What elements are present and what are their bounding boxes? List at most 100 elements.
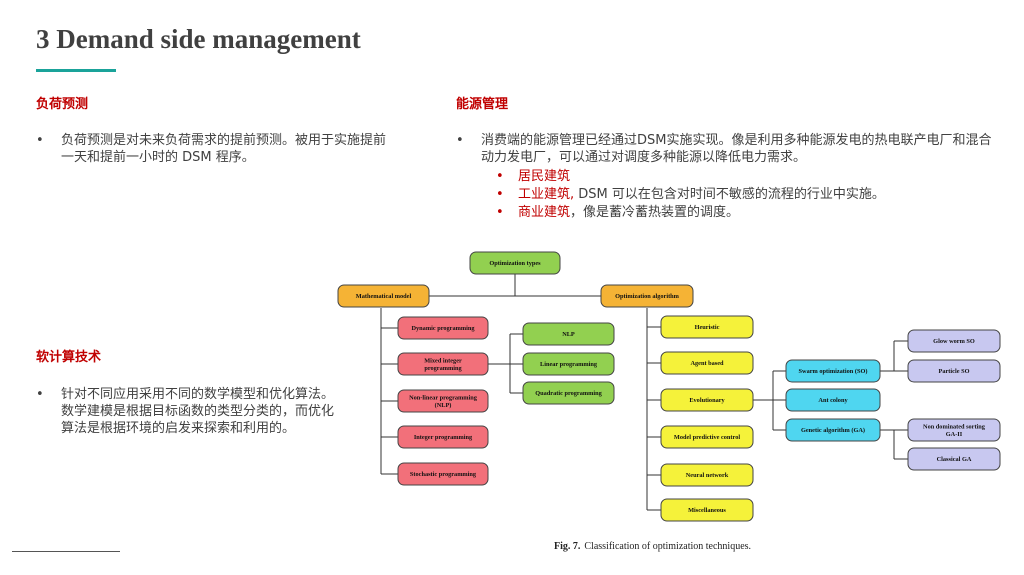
node-math-dynamic-programming: Dynamic programming [397,316,489,340]
node-algorithm-agent-based-box [660,351,754,375]
node-algorithm-miscellaneous: Miscellaneous [660,498,754,522]
node-math-integer-programming-box [397,425,489,449]
node-evolutionary-swarm-optimization-so: Swarm optimization (SO) [785,359,881,383]
bullet-symbol: • [456,133,464,148]
node-math-stochastic-programming-box [397,462,489,486]
node-so-particle-so-box [907,359,1001,383]
node-math-integer-programming: Integer programming [397,425,489,449]
sub-bullet: • [496,205,504,220]
node-algorithm-neural-network: Neural network [660,463,754,487]
title-underline [36,69,116,72]
node-math-non-linear-programming-nlp-box [397,389,489,413]
node-programming-quadratic-programming-box [522,381,615,405]
node-optimization-algorithm-label: Optimization algorithm [615,293,680,300]
node-evolutionary-swarm-optimization-so-box [785,359,881,383]
node-algorithm-miscellaneous-label: Miscellaneous [688,507,726,514]
node-evolutionary-genetic-algorithm-ga: Genetic algorithm (GA) [785,418,881,442]
sub-item-label: 居民建筑 [518,169,571,184]
sub-item-residential: • 居民建筑 [496,168,570,186]
node-optimization-types: Optimization types [469,251,561,275]
energy-management-bullet: • 消费端的能源管理已经通过DSM实施实现。像是利用多种能源发电的热电联产电厂和… [456,132,996,166]
soft-computing-bullet: • 针对不同应用采用不同的数学模型和优化算法。数学建模是根据目标函数的类型分类的… [36,386,336,437]
node-so-glow-worm-so-box [907,329,1001,353]
node-algorithm-neural-network-box [660,463,754,487]
node-evolutionary-genetic-algorithm-ga-label: Genetic algorithm (GA) [801,427,865,434]
node-programming-linear-programming: Linear programming [522,352,615,376]
node-programming-nlp-box [522,322,615,346]
bullet-symbol: • [36,133,44,148]
node-ga-non-dominated-sorting-ga-ii-box [907,418,1001,442]
node-math-dynamic-programming-box [397,316,489,340]
node-mathematical-model: Mathematical model [337,284,430,308]
node-evolutionary-ant-colony-label: Ant colony [818,397,848,404]
node-ga-classical-ga-label: Classical GA [937,456,972,463]
figure-caption-label: Fig. 7. [554,541,581,552]
sub-bullet: • [496,169,504,184]
node-mathematical-model-label: Mathematical model [356,293,412,300]
node-so-particle-so: Particle SO [907,359,1001,383]
node-programming-nlp: NLP [522,322,615,346]
node-algorithm-agent-based: Agent based [660,351,754,375]
node-programming-nlp-label: NLP [562,331,575,338]
node-so-glow-worm-so: Glow worm SO [907,329,1001,353]
sub-bullet: • [496,187,504,202]
node-optimization-algorithm-box [600,284,694,308]
node-algorithm-agent-based-label: Agent based [690,360,724,367]
node-algorithm-model-predictive-control-label: Model predictive control [674,434,740,441]
node-optimization-types-box [469,251,561,275]
figure-caption: Fig. 7.Classification of optimization te… [554,541,751,552]
sub-item-industrial: • 工业建筑, DSM 可以在包含对时间不敏感的流程的行业中实施。 [496,186,885,204]
node-math-dynamic-programming-label: Dynamic programming [411,325,475,332]
node-algorithm-model-predictive-control: Model predictive control [660,425,754,449]
node-mathematical-model-box [337,284,430,308]
node-optimization-types-label: Optimization types [489,260,541,267]
node-ga-classical-ga: Classical GA [907,447,1001,471]
load-forecasting-text: 负荷预测是对未来负荷需求的提前预测。被用于实施提前一天和提前一小时的 DSM 程… [61,133,387,165]
node-math-stochastic-programming: Stochastic programming [397,462,489,486]
node-so-glow-worm-so-label: Glow worm SO [933,338,975,345]
node-so-particle-so-label: Particle SO [939,368,970,375]
slide-title: 3 Demand side management [36,24,361,54]
soft-computing-heading: 软计算技术 [36,350,102,365]
node-ga-classical-ga-box [907,447,1001,471]
node-math-non-linear-programming-nlp-label: Non-linear programming(NLP) [409,394,478,409]
sub-item-label: 工业建筑, [518,187,575,202]
node-algorithm-heuristic-label: Heuristic [695,324,720,331]
energy-management-text: 消费端的能源管理已经通过DSM实施实现。像是利用多种能源发电的热电联产电厂和混合… [481,133,992,165]
node-algorithm-model-predictive-control-box [660,425,754,449]
node-algorithm-evolutionary-box [660,388,754,412]
bullet-symbol: • [36,387,44,402]
sub-item-commercial: • 商业建筑，像是蓄冷蓄热装置的调度。 [496,204,739,222]
node-programming-quadratic-programming-label: Quadratic programming [535,390,602,397]
soft-computing-text: 针对不同应用采用不同的数学模型和优化算法。数学建模是根据目标函数的类型分类的，而… [61,387,335,436]
node-math-mixed-integer-programming-box [397,352,489,376]
footer-line [12,551,120,552]
node-algorithm-neural-network-label: Neural network [686,472,729,479]
energy-management-heading: 能源管理 [456,97,509,112]
node-programming-quadratic-programming: Quadratic programming [522,381,615,405]
node-programming-linear-programming-box [522,352,615,376]
node-algorithm-miscellaneous-box [660,498,754,522]
node-programming-linear-programming-label: Linear programming [540,361,598,368]
sub-item-rest: DSM 可以在包含对时间不敏感的流程的行业中实施。 [574,187,885,202]
node-math-integer-programming-label: Integer programming [414,434,473,441]
node-algorithm-evolutionary: Evolutionary [660,388,754,412]
load-forecasting-heading: 负荷预测 [36,97,89,112]
node-evolutionary-genetic-algorithm-ga-box [785,418,881,442]
node-algorithm-evolutionary-label: Evolutionary [689,397,725,404]
node-optimization-algorithm: Optimization algorithm [600,284,694,308]
sub-item-label: 商业建筑 [518,205,571,220]
node-algorithm-heuristic-box [660,315,754,339]
figure-caption-text: Classification of optimization technique… [584,541,752,552]
node-evolutionary-ant-colony: Ant colony [785,388,881,412]
node-math-non-linear-programming-nlp: Non-linear programming(NLP) [397,389,489,413]
sub-item-rest: ，像是蓄冷蓄热装置的调度。 [570,205,740,220]
node-math-stochastic-programming-label: Stochastic programming [410,471,477,478]
node-evolutionary-ant-colony-box [785,388,881,412]
node-algorithm-heuristic: Heuristic [660,315,754,339]
